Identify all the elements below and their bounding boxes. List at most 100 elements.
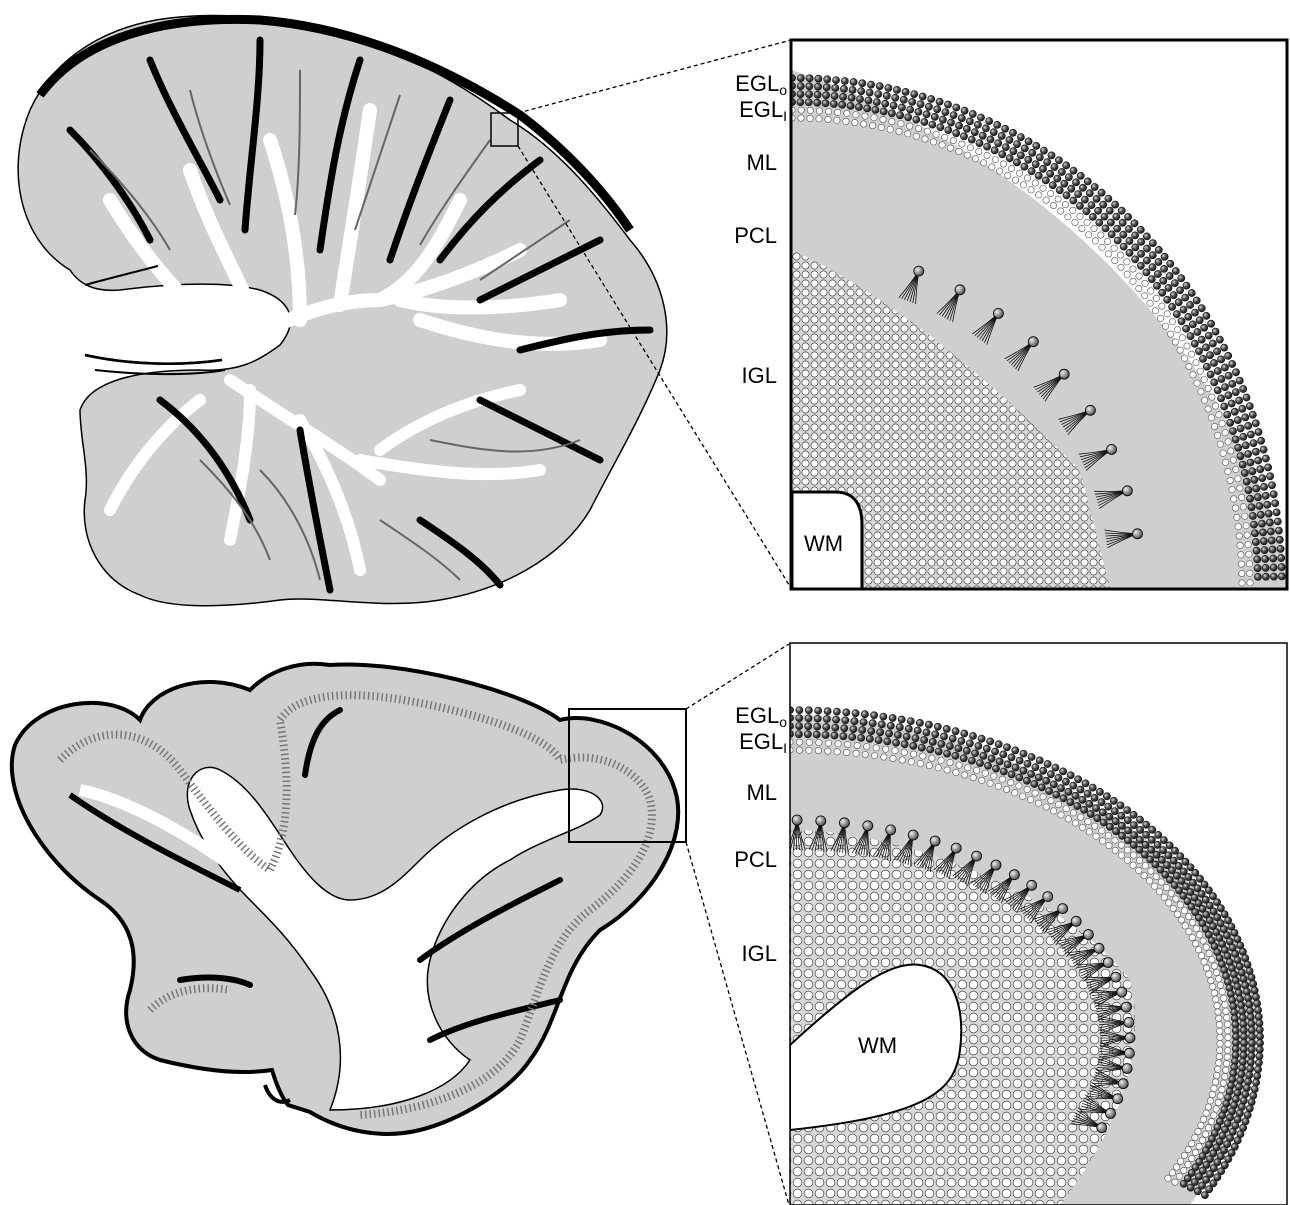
cell [835, 109, 841, 115]
cell [1251, 476, 1258, 483]
cell [815, 75, 822, 82]
cell [1183, 325, 1190, 332]
cell [1247, 570, 1253, 576]
cell [1172, 1179, 1178, 1185]
cell [1248, 1099, 1255, 1106]
cell [1151, 883, 1157, 889]
cell [882, 746, 888, 752]
cell [964, 152, 970, 158]
cell [1075, 191, 1082, 198]
cell [1249, 512, 1256, 519]
cell [1130, 822, 1137, 829]
cell [1091, 794, 1098, 801]
cell [896, 724, 903, 731]
cell [1182, 923, 1188, 929]
cell [1084, 790, 1091, 797]
cell [1092, 238, 1098, 244]
cell [1252, 420, 1259, 427]
cell [1106, 813, 1113, 820]
cell [1225, 352, 1232, 359]
cell [814, 91, 821, 98]
cell [815, 747, 821, 753]
cell [1079, 824, 1085, 830]
cell [1063, 806, 1069, 812]
cell [963, 125, 970, 132]
cell [832, 77, 839, 84]
cell [938, 757, 944, 763]
cell [1252, 538, 1259, 545]
cell [1093, 833, 1099, 839]
cell [1076, 202, 1083, 209]
cell [1177, 347, 1183, 353]
cell [980, 752, 987, 759]
cell [1256, 1033, 1263, 1040]
cell [1227, 419, 1234, 426]
cell [905, 131, 911, 137]
cell [1101, 213, 1108, 220]
cell [1239, 461, 1246, 468]
cell [961, 107, 968, 114]
cell [936, 98, 943, 105]
cell [911, 91, 918, 98]
cell [834, 749, 840, 755]
cell [1244, 532, 1250, 538]
cell [1216, 1053, 1222, 1059]
cell [1154, 841, 1161, 848]
cell [1209, 957, 1215, 963]
cell [1050, 202, 1056, 208]
cell [842, 717, 849, 724]
cell [844, 741, 850, 747]
cell [1142, 863, 1148, 869]
cell [1221, 364, 1228, 371]
cell [1160, 847, 1167, 854]
cell [1040, 147, 1047, 154]
cell [1154, 270, 1161, 277]
cell [1028, 168, 1035, 175]
label-wm-bottom: WM [858, 1033, 897, 1059]
cell [1180, 306, 1187, 313]
cell [1236, 533, 1242, 539]
cell [917, 760, 923, 766]
cell [1247, 431, 1254, 438]
cell [1256, 1046, 1263, 1053]
cell [943, 725, 950, 732]
cell [1262, 573, 1269, 580]
cell [1211, 423, 1217, 429]
cell [1112, 201, 1119, 208]
cell [960, 133, 967, 140]
cell [1205, 332, 1212, 339]
cell [1056, 187, 1063, 194]
cell [1184, 343, 1190, 349]
cell [1237, 425, 1244, 432]
cell [1225, 1028, 1231, 1034]
cell [992, 748, 999, 755]
cell [907, 718, 914, 725]
cell [1187, 301, 1194, 308]
cell [1070, 207, 1076, 213]
cell [1132, 244, 1139, 251]
cell [1130, 852, 1136, 858]
cell [1211, 990, 1217, 996]
cell [890, 755, 896, 761]
cell [1092, 823, 1098, 829]
cell [1213, 1106, 1219, 1112]
cell [854, 742, 860, 748]
cell [1170, 292, 1177, 299]
cell [1063, 162, 1070, 169]
cell [1264, 501, 1271, 508]
cell [1161, 265, 1168, 272]
cell [1136, 836, 1143, 843]
cell [1012, 764, 1019, 771]
cell [1016, 783, 1022, 789]
cell [807, 107, 813, 113]
cell [1153, 282, 1160, 289]
cell [1138, 250, 1145, 257]
cell [1192, 869, 1199, 876]
cell [1198, 336, 1205, 343]
cell [1267, 528, 1274, 535]
cell [1218, 395, 1225, 402]
cell [843, 118, 849, 124]
cell [1051, 163, 1058, 170]
cell [1181, 908, 1187, 914]
cell [1221, 344, 1228, 351]
